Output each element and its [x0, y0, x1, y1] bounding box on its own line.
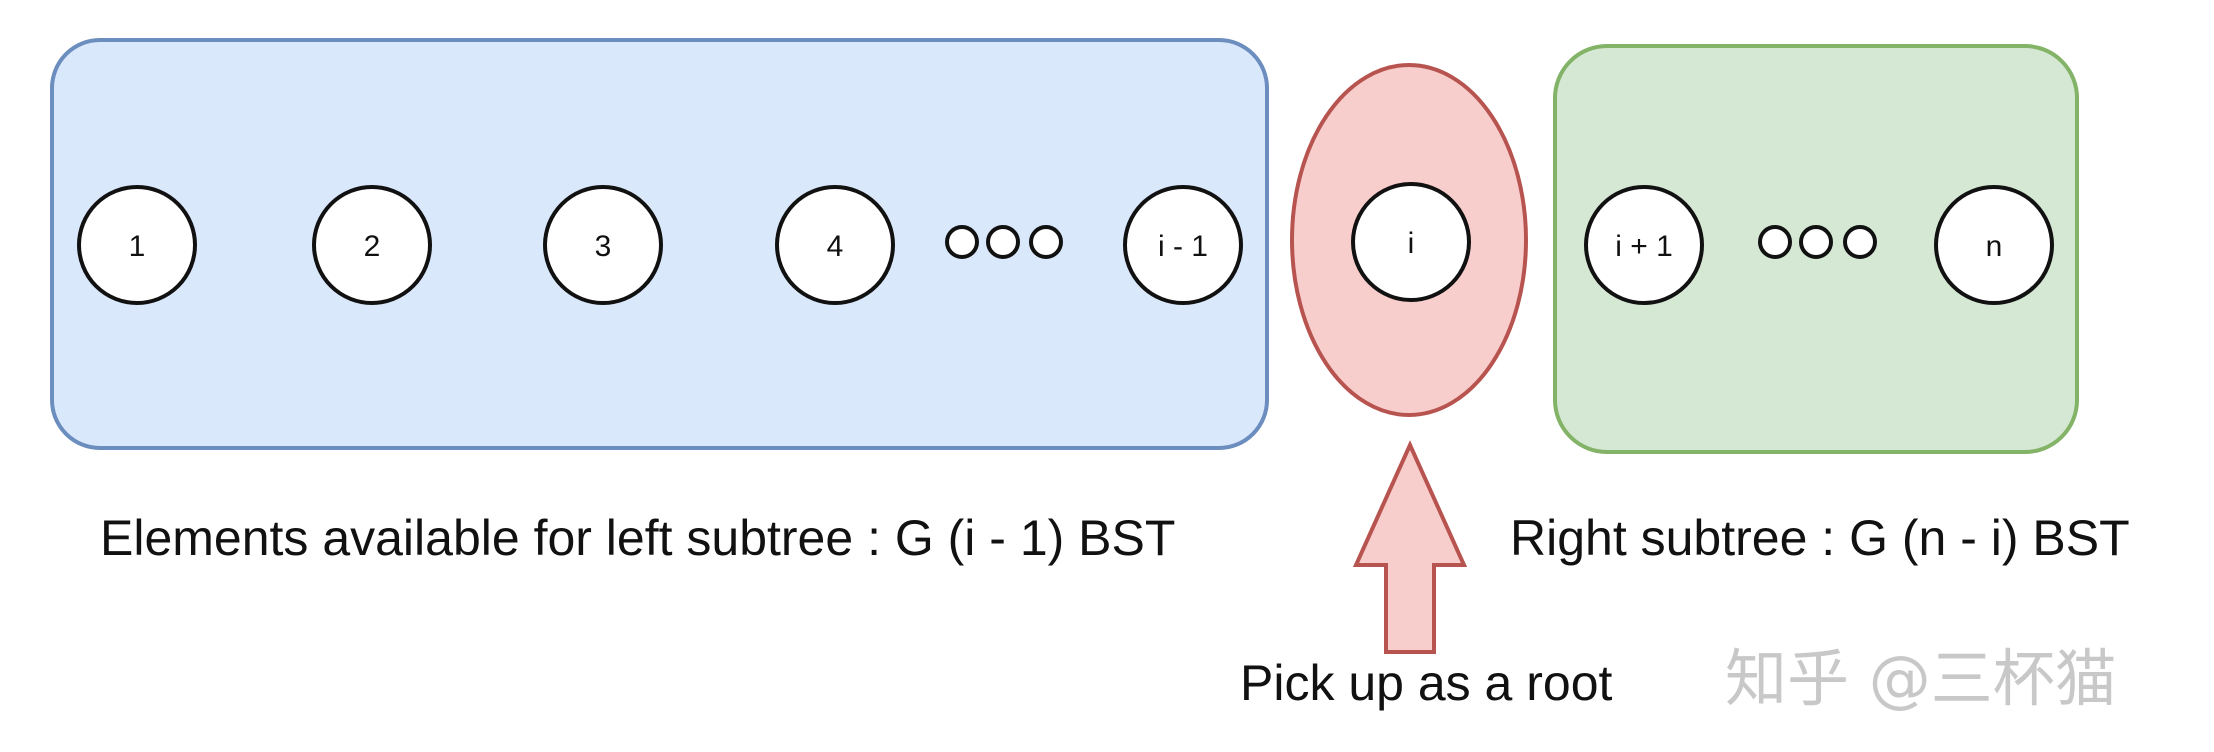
ellipsis-dot [945, 225, 979, 259]
left-node-i-minus-1: i - 1 [1123, 185, 1243, 305]
ellipsis-dot [986, 225, 1020, 259]
right-ellipsis-dots [1758, 225, 1877, 259]
ellipsis-dot [1029, 225, 1063, 259]
root-node-i: i [1351, 182, 1471, 302]
svg-text:i: i [1408, 227, 1415, 260]
svg-text:1: 1 [129, 230, 146, 263]
svg-text:n: n [1986, 230, 2003, 263]
left-node-1: 1 [77, 185, 197, 305]
right-node-i-plus-1: i + 1 [1584, 185, 1704, 305]
left-subtree-caption: Elements available for left subtree : G … [100, 510, 1175, 566]
left-node-2: 2 [312, 185, 432, 305]
left-node-4: 4 [775, 185, 895, 305]
ellipsis-dot [1799, 225, 1833, 259]
left-node-3: 3 [543, 185, 663, 305]
svg-text:i - 1: i - 1 [1158, 230, 1208, 263]
svg-text:3: 3 [595, 230, 612, 263]
svg-text:2: 2 [364, 230, 381, 263]
root-caption: Pick up as a root [1240, 655, 1613, 711]
ellipsis-dot [1758, 225, 1792, 259]
left-ellipsis-dots [945, 225, 1063, 259]
svg-text:i + 1: i + 1 [1615, 230, 1673, 263]
right-subtree-caption: Right subtree : G (n - i) BST [1510, 510, 2130, 566]
ellipsis-dot [1843, 225, 1877, 259]
up-arrow-icon [1352, 440, 1468, 654]
right-node-n: n [1934, 185, 2054, 305]
svg-text:4: 4 [827, 230, 844, 263]
watermark-text: 知乎 @三杯猫 [1725, 642, 2117, 715]
